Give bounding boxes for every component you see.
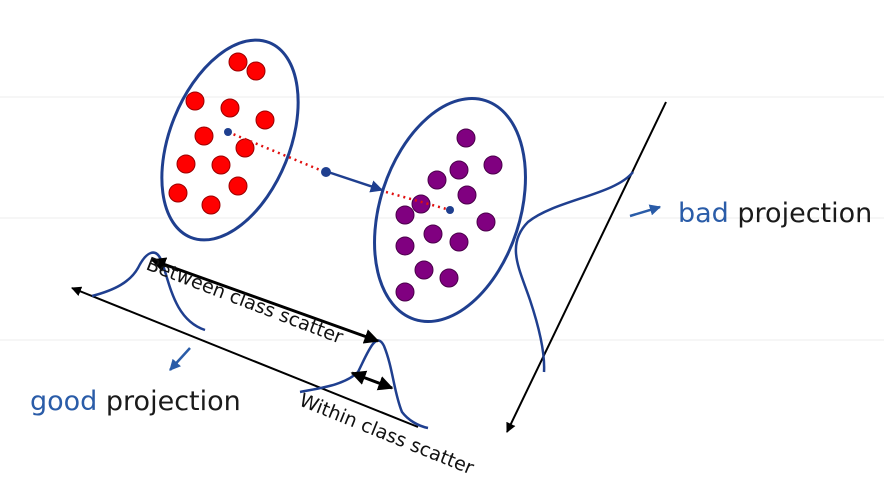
- red-sample-point: [176, 154, 196, 174]
- good-projection-pointer: [169, 347, 191, 371]
- purple-sample-point: [395, 236, 415, 256]
- purple-sample-point: [457, 185, 477, 205]
- mean-difference-arrow: [327, 170, 384, 193]
- purple-sample-point: [439, 268, 459, 288]
- purple-sample-point: [483, 155, 503, 175]
- bad-projection-text: projection: [729, 198, 872, 229]
- red-sample-point: [228, 176, 248, 196]
- purple-sample-point: [395, 205, 415, 225]
- red-sample-point: [168, 183, 188, 203]
- within-class-scatter-label: Within class scatter: [296, 389, 477, 479]
- bad-projection-axis: [506, 101, 667, 433]
- cluster-purple-points: [395, 128, 503, 302]
- red-sample-point: [228, 52, 248, 72]
- purple-sample-point: [414, 260, 434, 280]
- cluster-red-points: [168, 52, 275, 215]
- good-projection-label: good projection: [30, 386, 241, 417]
- red-sample-point: [246, 61, 266, 81]
- purple-sample-point: [395, 282, 415, 302]
- red-sample-point: [211, 155, 231, 175]
- cluster-purple-outline: [373, 97, 527, 323]
- red-sample-point: [185, 91, 205, 111]
- mean-red: [224, 128, 232, 136]
- mean-connector-dotted-left: [227, 130, 321, 172]
- purple-sample-point: [476, 212, 496, 232]
- mean-connector-dotted-right: [385, 190, 451, 212]
- within-class-scatter-arrow: [350, 370, 394, 391]
- cluster-red-outline: [160, 38, 300, 242]
- good-projection-distribution-purple: [299, 339, 429, 430]
- purple-sample-point: [449, 232, 469, 252]
- purple-sample-point: [456, 128, 476, 148]
- red-sample-point: [255, 110, 275, 130]
- bad-projection-accent: bad: [678, 198, 729, 229]
- bad-projection-label: bad projection: [678, 198, 872, 229]
- between-class-scatter-label: Between class scatter: [143, 253, 346, 348]
- purple-sample-point: [449, 160, 469, 180]
- bad-projection-distribution: [514, 171, 634, 373]
- good-projection-axis: [71, 286, 419, 428]
- mean-midpoint: [321, 167, 331, 177]
- mean-purple: [446, 206, 454, 214]
- purple-sample-point: [427, 170, 447, 190]
- red-sample-point: [220, 98, 240, 118]
- good-projection-text: projection: [97, 386, 240, 417]
- red-sample-point: [194, 126, 214, 146]
- bad-projection-pointer: [629, 204, 662, 218]
- between-class-scatter-arrow: [150, 257, 380, 344]
- cluster-red: [160, 38, 300, 242]
- purple-sample-point: [423, 224, 443, 244]
- red-sample-point: [201, 195, 221, 215]
- good-projection-accent: good: [30, 386, 97, 417]
